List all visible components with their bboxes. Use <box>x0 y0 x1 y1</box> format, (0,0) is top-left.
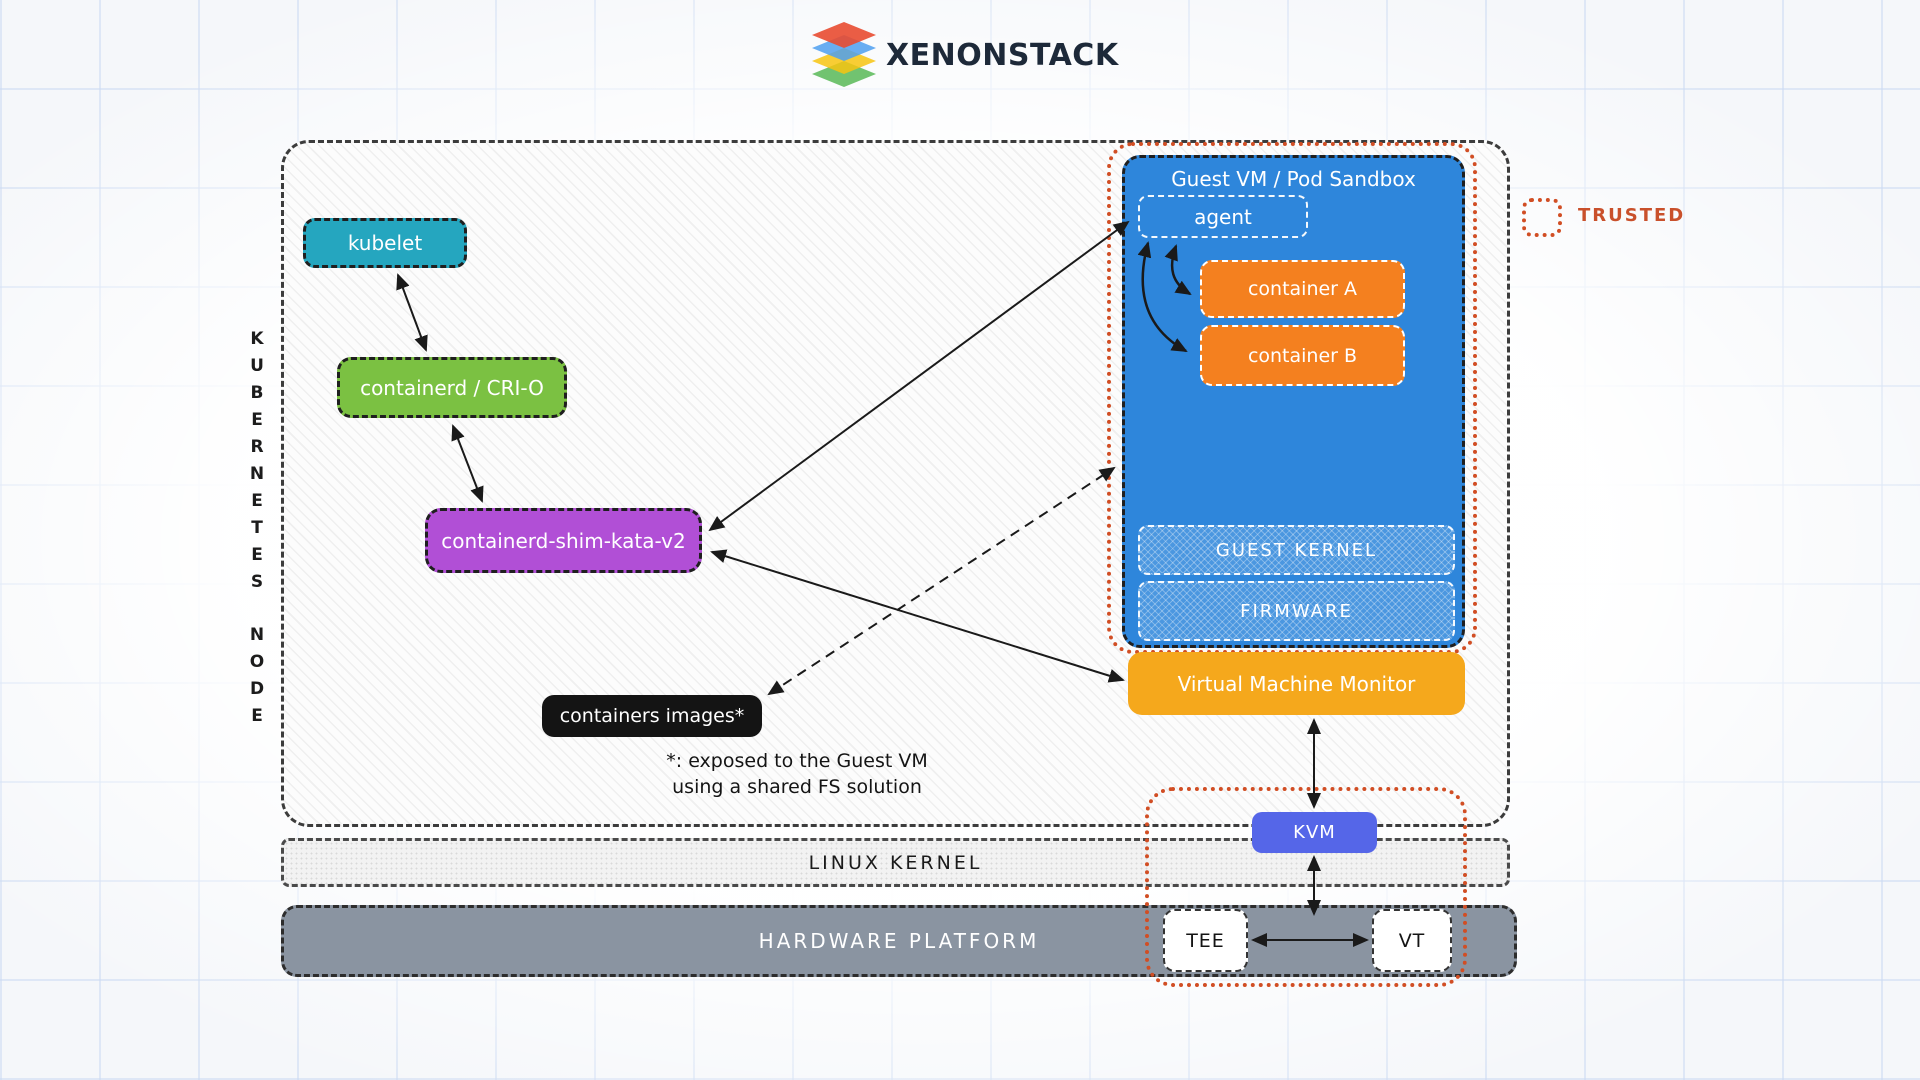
logo: XENONSTACK <box>810 22 1119 88</box>
kubelet-box: kubelet <box>303 218 467 268</box>
trusted-legend-label: TRUSTED <box>1578 205 1686 226</box>
trusted-legend-swatch <box>1522 198 1562 237</box>
containerd-shim-kata-v2-box: containerd-shim-kata-v2 <box>425 508 702 573</box>
guest-kernel-box: GUEST KERNEL <box>1138 525 1455 575</box>
guest-vm-title: Guest VM / Pod Sandbox <box>1171 167 1416 191</box>
kvm-box: KVM <box>1252 812 1377 853</box>
container-b-box: container B <box>1200 325 1405 386</box>
vt-box: VT <box>1372 909 1452 972</box>
footnote-line2: using a shared FS solution <box>672 776 922 798</box>
trusted-boundary-kvm-hardware <box>1145 787 1467 987</box>
container-a-box: container A <box>1200 260 1405 318</box>
containers-images-box: containers images* <box>542 695 762 737</box>
footnote-line1: *: exposed to the Guest VM <box>666 750 928 772</box>
logo-text: XENONSTACK <box>886 37 1119 73</box>
containerd-crio-box: containerd / CRI-O <box>337 357 567 418</box>
agent-box: agent <box>1138 195 1308 238</box>
virtual-machine-monitor-box: Virtual Machine Monitor <box>1128 652 1465 715</box>
guest-vm-pod-sandbox-box: Guest VM / Pod Sandbox agent container A… <box>1122 155 1465 648</box>
tee-box: TEE <box>1163 909 1248 972</box>
firmware-box: FIRMWARE <box>1138 581 1455 641</box>
xenonstack-logo-icon <box>812 22 876 87</box>
footnote: *: exposed to the Guest VM using a share… <box>612 748 982 800</box>
